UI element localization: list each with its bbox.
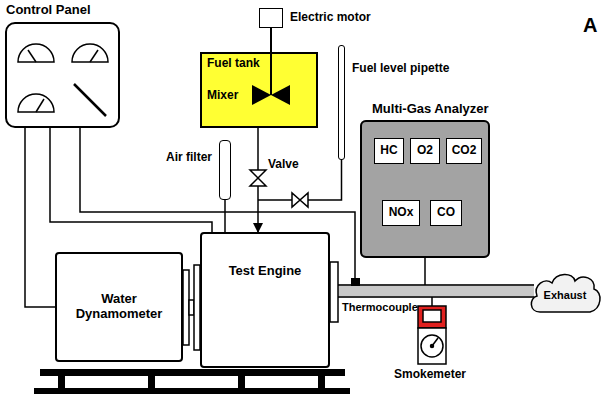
part-label: Thermocouple [342, 301, 418, 314]
node-label: Smokemeter [394, 368, 466, 382]
node-label: Air filter [166, 151, 212, 165]
gas-sensor: CO2 [446, 138, 482, 164]
connector [225, 200, 226, 232]
smokemeter-device [418, 306, 446, 364]
fuel-level-pipette: Fuel level pipette [338, 45, 345, 160]
electric-motor: Electric motor [259, 8, 283, 28]
fuel-tank: Fuel tankMixer [200, 52, 318, 128]
part-label: A [583, 14, 597, 37]
node-label: O2 [417, 144, 433, 158]
gas-sensor: CO [430, 200, 462, 226]
gas-sensor: NOx [382, 200, 420, 226]
node-label: Water Dynamometer [67, 292, 171, 322]
air-filter: Air filter [219, 140, 231, 200]
node-label: NOx [389, 206, 414, 220]
connector [271, 28, 272, 52]
analyzer-probe [424, 258, 426, 285]
gas-analyzer: Multi-Gas AnalyzerHCO2CO2NOxCO [360, 120, 490, 258]
node-label: Exhaust [544, 289, 587, 302]
panel-gauges [18, 44, 108, 116]
node-label: Fuel tank [207, 57, 260, 71]
exhaust-cloud: Exhaust [528, 268, 602, 316]
test-bed [34, 369, 350, 394]
node-label: Mixer [207, 89, 238, 103]
tank-fill [200, 52, 318, 128]
connector [50, 128, 212, 232]
control-panel: Control Panel [5, 22, 120, 128]
mixer-shaft [270, 52, 272, 95]
gas-sensor: HC [374, 138, 404, 164]
node-label: Multi-Gas Analyzer [372, 102, 489, 117]
node-label: Test Engine [229, 264, 302, 279]
node-label: CO2 [452, 144, 477, 158]
mixer-blades [252, 85, 290, 105]
node-label: Electric motor [290, 11, 371, 25]
part-label: Valve [268, 158, 299, 172]
test-engine: Test Engine [200, 232, 330, 368]
node-label: HC [380, 144, 397, 158]
exhaust-pipe [330, 291, 534, 292]
gas-sensor: O2 [410, 138, 440, 164]
smokemeter: Smokemeter [418, 306, 446, 364]
node-label: Fuel level pipette [352, 62, 449, 76]
analyzer-fill [360, 120, 490, 258]
node-label: CO [437, 206, 455, 220]
water-dynamometer: Water Dynamometer [55, 252, 183, 362]
thermocouple-sensor [351, 278, 360, 286]
node-label: Control Panel [6, 3, 91, 18]
valve-symbol [250, 170, 308, 207]
smokemeter-probe [431, 297, 433, 306]
